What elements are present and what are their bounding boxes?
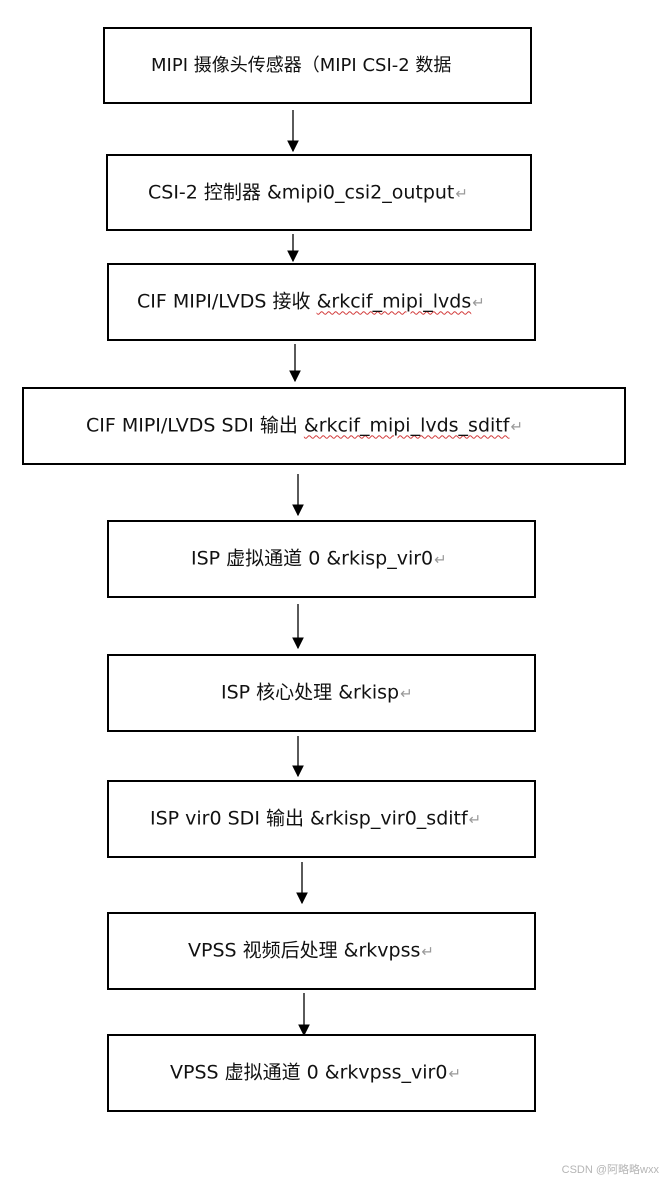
node-label: VPSS 虚拟通道 0 &rkvpss_vir0↵ bbox=[170, 1061, 462, 1084]
node-vpss: VPSS 视频后处理 &rkvpss↵ bbox=[107, 912, 536, 990]
node-text: ISP 核心处理 bbox=[221, 681, 339, 704]
node-code: &rkcif_mipi_lvds_sditf bbox=[303, 414, 510, 437]
node-label: CSI-2 控制器 &mipi0_csi2_output↵ bbox=[148, 183, 468, 202]
node-label: CIF MIPI/LVDS SDI 输出 &rkcif_mipi_lvds_sd… bbox=[86, 414, 524, 437]
node-text: CIF MIPI/LVDS SDI 输出 bbox=[86, 414, 304, 437]
node-text: CSI-2 控制器 bbox=[148, 181, 267, 203]
watermark: CSDN @阿略略wxx bbox=[561, 1164, 659, 1176]
node-code: &rkvpss_vir0 bbox=[324, 1061, 448, 1084]
node-isp-vir0: ISP 虚拟通道 0 &rkisp_vir0↵ bbox=[107, 520, 536, 598]
node-label: ISP vir0 SDI 输出 &rkisp_vir0_sditf↵ bbox=[150, 807, 482, 830]
node-code: &rkvpss bbox=[343, 939, 421, 962]
paragraph-mark-icon: ↵ bbox=[421, 942, 434, 961]
node-vpss-vir0: VPSS 虚拟通道 0 &rkvpss_vir0↵ bbox=[107, 1034, 536, 1112]
node-isp-core: ISP 核心处理 &rkisp↵ bbox=[107, 654, 536, 732]
paragraph-mark-icon: ↵ bbox=[434, 550, 447, 569]
paragraph-mark-icon: ↵ bbox=[455, 184, 468, 202]
node-text: ISP 虚拟通道 0 bbox=[191, 547, 327, 570]
node-text: VPSS 虚拟通道 0 bbox=[170, 1061, 325, 1084]
node-label: MIPI 摄像头传感器（MIPI CSI-2 数据 bbox=[151, 54, 452, 76]
paragraph-mark-icon: ↵ bbox=[448, 1064, 462, 1083]
node-code: &rkisp_vir0 bbox=[326, 547, 434, 570]
node-label: VPSS 视频后处理 &rkvpss↵ bbox=[188, 939, 434, 962]
paragraph-mark-icon: ↵ bbox=[468, 810, 482, 829]
node-code: &rkcif_mipi_lvds bbox=[316, 290, 472, 313]
node-cif-receive: CIF MIPI/LVDS 接收 &rkcif_mipi_lvds↵ bbox=[107, 263, 536, 341]
paragraph-mark-icon: ↵ bbox=[400, 684, 413, 703]
node-text: VPSS 视频后处理 bbox=[188, 939, 344, 962]
node-code: &mipi0_csi2_output bbox=[266, 181, 455, 203]
paragraph-mark-icon: ↵ bbox=[510, 417, 524, 436]
node-code: &rkisp bbox=[338, 681, 400, 704]
node-text: MIPI 摄像头传感器（MIPI CSI-2 数据 bbox=[151, 54, 452, 76]
node-code: &rkisp_vir0_sditf bbox=[310, 807, 468, 830]
node-label: ISP 虚拟通道 0 &rkisp_vir0↵ bbox=[191, 547, 447, 570]
paragraph-mark-icon: ↵ bbox=[472, 293, 485, 312]
node-label: ISP 核心处理 &rkisp↵ bbox=[221, 681, 413, 704]
node-mipi-sensor: MIPI 摄像头传感器（MIPI CSI-2 数据 bbox=[103, 27, 532, 104]
node-text: ISP vir0 SDI 输出 bbox=[150, 807, 310, 830]
node-cif-sdi-output: CIF MIPI/LVDS SDI 输出 &rkcif_mipi_lvds_sd… bbox=[22, 387, 626, 465]
node-csi2-controller: CSI-2 控制器 &mipi0_csi2_output↵ bbox=[106, 154, 532, 231]
node-label: CIF MIPI/LVDS 接收 &rkcif_mipi_lvds↵ bbox=[137, 290, 485, 313]
node-text: CIF MIPI/LVDS 接收 bbox=[137, 290, 317, 313]
node-isp-vir0-sdi-output: ISP vir0 SDI 输出 &rkisp_vir0_sditf↵ bbox=[107, 780, 536, 858]
